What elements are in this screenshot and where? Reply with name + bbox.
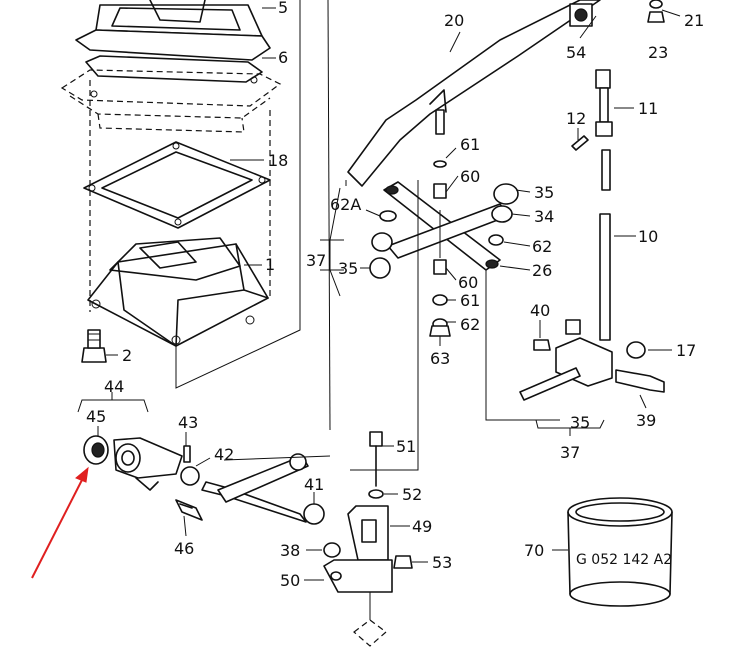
label-37-bottom: 37 xyxy=(560,443,580,462)
rod-part-10 xyxy=(599,213,611,341)
nut-part-63 xyxy=(429,325,451,337)
label-5: 5 xyxy=(278,0,288,17)
shift-housing-part-1 xyxy=(87,237,269,347)
washer-part-52 xyxy=(368,489,384,499)
label-18: 18 xyxy=(268,151,288,170)
bracket-part-50 xyxy=(323,559,393,593)
bolt-part-2 xyxy=(81,329,107,363)
label-54: 54 xyxy=(566,43,586,62)
label-62-bottom: 62 xyxy=(460,315,480,334)
bolt-part-39 xyxy=(615,369,665,393)
label-41: 41 xyxy=(304,475,324,494)
gear-boot-part-5 xyxy=(75,0,271,61)
sleeve-part-70: G 052 142 A2 xyxy=(567,497,673,607)
label-49: 49 xyxy=(412,517,432,536)
shift-rod xyxy=(201,453,325,525)
nut-part-23 xyxy=(647,11,665,23)
label-43: 43 xyxy=(178,413,198,432)
label-2: 2 xyxy=(122,346,132,365)
label-40: 40 xyxy=(530,301,550,320)
label-35-bottom: 35 xyxy=(570,413,590,432)
bolt-part-46 xyxy=(175,499,203,521)
bushing-part-45 xyxy=(83,435,109,465)
label-60-top: 60 xyxy=(460,167,480,186)
label-46: 46 xyxy=(174,539,194,558)
label-1: 1 xyxy=(265,255,275,274)
label-45: 45 xyxy=(86,407,106,426)
label-70: 70 xyxy=(524,541,544,560)
washer-part-60 xyxy=(433,183,447,275)
washer-part-62A xyxy=(379,210,397,222)
bolt-part-51 xyxy=(369,431,383,487)
label-20: 20 xyxy=(444,11,464,30)
label-61-top: 61 xyxy=(460,135,480,154)
bushing-part-38 xyxy=(323,542,341,558)
label-34: 34 xyxy=(534,207,554,226)
label-6: 6 xyxy=(278,48,288,67)
lever-arm xyxy=(113,437,183,491)
bushing-part-34 xyxy=(491,205,513,223)
lever-part-49 xyxy=(347,505,389,561)
label-11: 11 xyxy=(638,99,658,118)
part-70-stamp: G 052 142 A2 xyxy=(576,552,672,568)
label-12: 12 xyxy=(566,109,586,128)
label-50: 50 xyxy=(280,571,300,590)
pin-part-43 xyxy=(183,445,191,463)
bushings-part-35 xyxy=(369,183,519,279)
nut-part-21 xyxy=(649,0,663,9)
pin-part-12 xyxy=(571,135,589,151)
label-26: 26 xyxy=(532,261,552,280)
label-62A: 62A xyxy=(330,195,361,214)
gear-rod-part-20 xyxy=(347,0,601,187)
label-35-top: 35 xyxy=(534,183,554,202)
label-37-left: 37 xyxy=(306,251,326,270)
bushing-part-42 xyxy=(180,466,200,486)
label-35-left: 35 xyxy=(338,259,358,278)
label-44: 44 xyxy=(104,377,124,396)
label-39: 39 xyxy=(636,411,656,430)
label-21: 21 xyxy=(684,11,704,30)
label-62-right: 62 xyxy=(532,237,552,256)
bracket-44 xyxy=(77,392,149,413)
label-61-bottom: 61 xyxy=(460,291,480,310)
part-labels: 5 6 18 1 2 44 45 43 42 46 20 54 21 23 11… xyxy=(86,0,704,590)
label-53: 53 xyxy=(432,553,452,572)
label-63: 63 xyxy=(430,349,450,368)
label-17: 17 xyxy=(676,341,696,360)
washer-part-54 xyxy=(569,3,593,27)
label-10: 10 xyxy=(638,227,658,246)
label-60-bottom: 60 xyxy=(458,273,478,292)
nut-part-53 xyxy=(393,555,413,569)
label-52: 52 xyxy=(402,485,422,504)
shaft-part-35 xyxy=(519,367,581,401)
red-pointer-arrow-icon xyxy=(31,466,89,579)
leader-lines xyxy=(97,7,681,581)
gasket-part-6 xyxy=(60,55,282,133)
rod-part-11 xyxy=(595,69,613,191)
bolt-part-40 xyxy=(533,339,551,351)
label-38: 38 xyxy=(280,541,300,560)
label-42: 42 xyxy=(214,445,234,464)
label-23: 23 xyxy=(648,43,668,62)
label-51: 51 xyxy=(396,437,416,456)
gasket-part-18 xyxy=(83,141,271,229)
